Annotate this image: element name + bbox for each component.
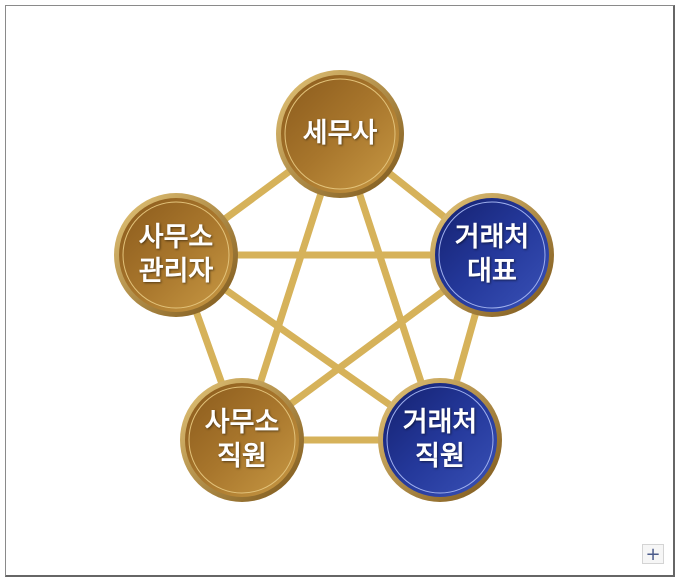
label-line: 사무소 (204, 407, 280, 438)
node-top-circle (276, 70, 404, 198)
node-right-circle (430, 193, 554, 317)
node-bottom-left-circle (180, 378, 304, 502)
label-line: 직원 (217, 441, 267, 472)
label-line: 관리자 (138, 256, 214, 287)
label-line: 거래처 (454, 222, 530, 253)
node-left-circle (114, 193, 238, 317)
label-line: 직원 (415, 441, 465, 472)
node-label-tax-accountant: 세무사 (275, 117, 405, 151)
label-line: 세무사 (302, 118, 378, 149)
label-line: 사무소 (138, 222, 214, 253)
expand-button[interactable]: + (642, 544, 664, 564)
node-bottom-right-circle (378, 378, 502, 502)
node-circles (114, 70, 554, 502)
label-line: 대표 (467, 256, 517, 287)
label-line: 거래처 (402, 407, 478, 438)
